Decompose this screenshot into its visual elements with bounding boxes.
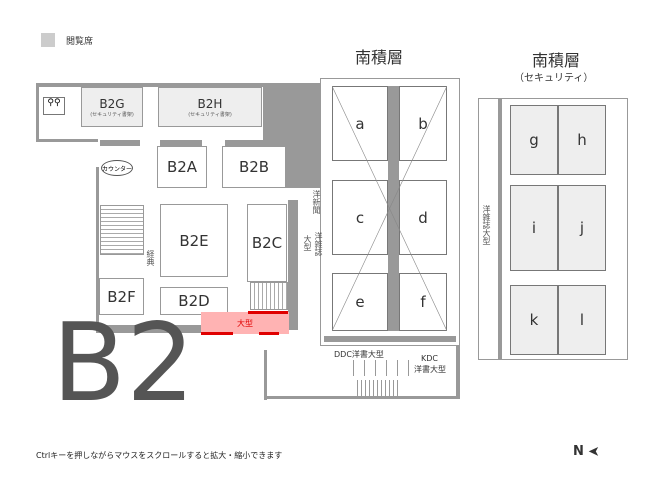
- large-books-area[interactable]: [201, 312, 289, 334]
- south-stack-right-title: 南積層: [532, 51, 581, 70]
- stack-f[interactable]: f: [399, 273, 447, 331]
- stack-h[interactable]: h: [558, 105, 606, 175]
- wall: [264, 396, 460, 399]
- wall: [225, 140, 285, 146]
- stack-j[interactable]: j: [558, 185, 606, 271]
- sutras-label: 経典: [146, 250, 155, 266]
- stack-d[interactable]: d: [399, 180, 447, 255]
- room-b2e[interactable]: B2E: [160, 204, 228, 277]
- room-b2g-label: B2G: [99, 96, 125, 111]
- stack-i[interactable]: i: [510, 185, 558, 271]
- wall: [36, 83, 39, 139]
- stack-g[interactable]: g: [510, 105, 558, 175]
- wall: [96, 167, 99, 330]
- wall: [100, 140, 140, 146]
- north-arrow-icon: ➤: [588, 443, 600, 459]
- room-b2g[interactable]: B2G(セキュリティ書架): [81, 87, 143, 127]
- wall: [264, 350, 267, 400]
- room-b2d[interactable]: B2D: [160, 287, 228, 315]
- wall: [36, 139, 98, 142]
- kdc-label: KDC: [421, 354, 438, 363]
- western-newspapers-label: 洋新聞: [312, 190, 321, 214]
- south-stack-area: [320, 78, 460, 346]
- western-mag-large-label: 洋雑誌大型: [482, 205, 491, 245]
- large-label: 大型: [303, 235, 312, 251]
- room-b2h-label: B2H: [197, 96, 223, 111]
- room-b2f[interactable]: B2F: [99, 278, 144, 315]
- wall: [288, 200, 298, 330]
- legend-swatch: [41, 33, 55, 47]
- elevator-icon: ⚲⚲: [43, 97, 65, 115]
- stack-a[interactable]: a: [332, 86, 388, 161]
- red-marker: [201, 332, 233, 335]
- stack-l[interactable]: l: [558, 285, 606, 355]
- stack-e[interactable]: e: [332, 273, 388, 331]
- ddc-label: DDC洋書大型: [334, 350, 384, 359]
- stack-b[interactable]: b: [399, 86, 447, 161]
- wall: [160, 140, 202, 146]
- legend-label: 閲覧席: [66, 37, 94, 47]
- room-b2b[interactable]: B2B: [222, 146, 286, 188]
- room-b2h[interactable]: B2H(セキュリティ書架): [158, 87, 262, 127]
- room-b2h-sub: (セキュリティ書架): [188, 111, 232, 118]
- red-marker: [259, 332, 279, 335]
- red-marker: [248, 311, 288, 314]
- stairs: [354, 380, 400, 396]
- wall: [498, 98, 502, 360]
- counter: カウンター: [101, 160, 133, 176]
- wall: [388, 86, 399, 331]
- stairs: [100, 205, 144, 255]
- shelves: [343, 360, 411, 376]
- large-red-label: 大型: [237, 319, 253, 328]
- wall: [36, 83, 320, 87]
- stack-k[interactable]: k: [510, 285, 558, 355]
- north-label: N: [573, 444, 584, 459]
- floor-label: B2: [52, 301, 195, 426]
- wall: [324, 336, 456, 342]
- room-b2a[interactable]: B2A: [157, 146, 207, 188]
- room-b2c[interactable]: B2C: [247, 204, 287, 282]
- security-label: （セキュリティ）: [514, 73, 594, 84]
- wall: [96, 325, 201, 333]
- kdc-sub-label: 洋書大型: [414, 365, 446, 374]
- stack-c[interactable]: c: [332, 180, 388, 255]
- south-stack-security-area: [478, 98, 628, 360]
- cross-lines: [332, 86, 447, 331]
- western-magazines-label: 洋雑誌: [314, 232, 323, 256]
- south-stack-title: 南積層: [355, 48, 404, 67]
- zoom-hint: Ctrlキーを押しながらマウスをスクロールすると拡大・縮小できます: [36, 451, 283, 460]
- room-b2g-sub: (セキュリティ書架): [90, 111, 134, 118]
- stairs: [250, 282, 288, 310]
- wall: [456, 345, 460, 399]
